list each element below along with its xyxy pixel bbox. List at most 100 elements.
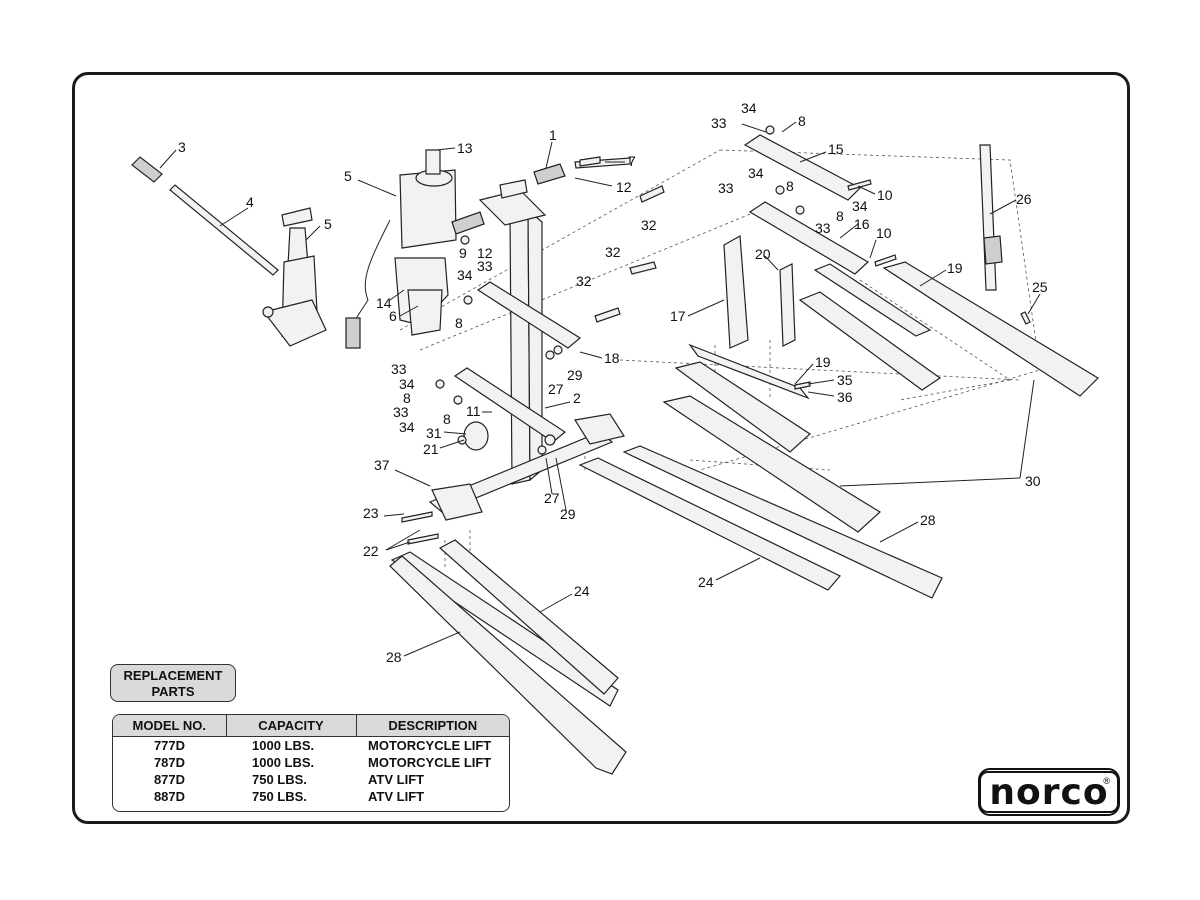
tie-down-strap	[979, 144, 1003, 291]
callout-21: 21	[423, 441, 439, 457]
capacity-cell: 1000 LBS.	[252, 738, 315, 753]
table-row: 887D 750 LBS. ATV LIFT	[113, 788, 509, 805]
callout-32: 32	[641, 217, 657, 233]
callout-leaders	[159, 121, 1041, 657]
callout-33: 33	[477, 258, 493, 274]
callout-33: 33	[718, 180, 734, 196]
rear-frame	[662, 235, 1099, 533]
callout-26: 26	[1016, 191, 1032, 207]
callout-8: 8	[786, 178, 794, 194]
front-legs	[389, 445, 943, 775]
lift-arm-links	[453, 134, 870, 443]
callout-29: 29	[560, 506, 576, 522]
capacity-cell: 750 LBS.	[252, 789, 307, 804]
callout-25: 25	[1032, 279, 1048, 295]
callout-23: 23	[363, 505, 379, 521]
callout-7: 7	[628, 153, 636, 169]
model-cell: 877D	[153, 772, 186, 787]
callout-5: 5	[344, 168, 352, 184]
callout-34: 34	[852, 198, 868, 214]
callout-11: 11	[466, 403, 481, 419]
callout-37: 37	[374, 457, 390, 473]
callout-10: 10	[876, 225, 892, 241]
callout-8: 8	[443, 411, 451, 427]
callout-27: 27	[548, 381, 564, 397]
callout-33: 33	[711, 115, 727, 131]
roller-pins	[451, 157, 665, 451]
callout-34: 34	[399, 376, 415, 392]
callout-8: 8	[836, 208, 844, 224]
callout-20: 20	[755, 246, 771, 262]
callout-33: 33	[393, 404, 409, 420]
callout-33: 33	[815, 220, 831, 236]
callout-32: 32	[605, 244, 621, 260]
column-header-description: DESCRIPTION	[356, 715, 509, 737]
model-cell: 787D	[153, 755, 186, 770]
callout-34: 34	[748, 165, 764, 181]
logo-wordmark: norco	[979, 771, 1119, 813]
table-row: 877D 750 LBS. ATV LIFT	[113, 771, 509, 788]
callout-3: 3	[178, 139, 186, 155]
callout-28: 28	[386, 649, 402, 665]
base-frame	[428, 413, 625, 521]
callout-19: 19	[947, 260, 963, 276]
norco-logo: norco ®	[978, 768, 1120, 816]
callout-19: 19	[815, 354, 831, 370]
fasteners	[401, 125, 1031, 545]
callout-33: 33	[391, 361, 407, 377]
callout-34: 34	[457, 267, 473, 283]
capacity-cell: 750 LBS.	[252, 772, 307, 787]
description-cell: MOTORCYCLE LIFT	[368, 755, 492, 770]
replacement-parts-table: MODEL NO. CAPACITY DESCRIPTION 777D 1000…	[112, 714, 510, 812]
callout-1: 1	[549, 127, 557, 143]
model-cell: 887D	[153, 789, 186, 804]
callout-12: 12	[477, 245, 493, 261]
callout-29: 29	[567, 367, 583, 383]
registered-mark: ®	[1103, 776, 1110, 786]
callout-6: 6	[389, 308, 397, 324]
replacement-parts-label: REPLACEMENT PARTS	[110, 664, 236, 702]
callout-32: 32	[576, 273, 592, 289]
column-header-model: MODEL NO.	[113, 715, 227, 737]
callout-4: 4	[246, 194, 254, 210]
callout-12: 12	[616, 179, 632, 195]
replacement-parts-line1: REPLACEMENT	[123, 668, 223, 683]
callout-8: 8	[798, 113, 806, 129]
handle-grip	[131, 156, 163, 183]
callout-35: 35	[837, 372, 853, 388]
table-row: 787D 1000 LBS. MOTORCYCLE LIFT	[113, 754, 509, 771]
bottle-jack	[262, 207, 327, 347]
callout-17: 17	[670, 308, 686, 324]
callout-30: 30	[1025, 473, 1041, 489]
model-cell: 777D	[153, 738, 186, 753]
table-header-row: MODEL NO. CAPACITY DESCRIPTION	[113, 715, 509, 737]
hydraulic-pump-assembly	[345, 149, 457, 349]
callout-14: 14	[376, 295, 392, 311]
description-cell: MOTORCYCLE LIFT	[368, 738, 492, 753]
callout-labels: 1 2 3 4 5 5 6 7 8 8 8 8 8 8 9 10 10 11 1…	[178, 100, 1048, 665]
handle-bar	[169, 184, 279, 276]
callout-24: 24	[574, 583, 590, 599]
callout-10: 10	[877, 187, 893, 203]
callout-28: 28	[920, 512, 936, 528]
description-cell: ATV LIFT	[368, 789, 425, 804]
callout-9: 9	[459, 245, 467, 261]
callout-24: 24	[698, 574, 714, 590]
callout-34: 34	[399, 419, 415, 435]
replacement-parts-line2: PARTS	[151, 684, 195, 699]
diagram-frame	[72, 72, 1130, 824]
callout-8: 8	[455, 315, 463, 331]
callout-22: 22	[363, 543, 379, 559]
callout-18: 18	[604, 350, 620, 366]
callout-31: 31	[426, 425, 442, 441]
table-row: 777D 1000 LBS. MOTORCYCLE LIFT	[113, 737, 509, 755]
lift-column	[478, 189, 547, 485]
callout-36: 36	[837, 389, 853, 405]
callout-2: 2	[573, 390, 581, 406]
callout-15: 15	[828, 141, 844, 157]
description-cell: ATV LIFT	[368, 772, 425, 787]
callout-8: 8	[403, 390, 411, 406]
callout-16: 16	[854, 216, 870, 232]
callout-13: 13	[457, 140, 473, 156]
